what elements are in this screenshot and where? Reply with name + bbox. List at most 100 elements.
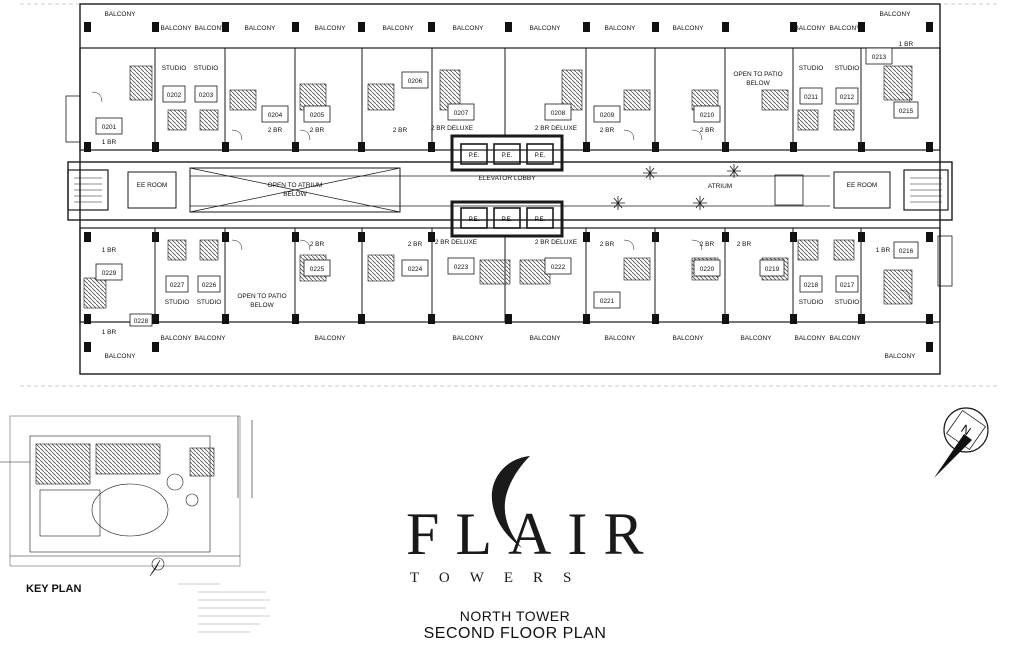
unit-number: 0213 bbox=[872, 54, 887, 61]
balcony-label: BALCONY bbox=[604, 25, 636, 32]
unit-number: 0202 bbox=[167, 92, 182, 99]
balcony-label: BALCONY bbox=[452, 335, 484, 342]
balcony-label: BALCONY bbox=[160, 25, 192, 32]
lower-balcony-strip bbox=[79, 321, 941, 375]
unit-number: 0228 bbox=[134, 318, 149, 325]
deluxe-label: 2 BR DELUXE bbox=[535, 125, 578, 132]
unit-number: 0216 bbox=[899, 248, 914, 255]
key-plan bbox=[0, 415, 253, 577]
unit-number: 0219 bbox=[765, 266, 780, 273]
balcony-label: BALCONY bbox=[194, 25, 226, 32]
unit-type: 2 BR bbox=[700, 241, 715, 248]
unit-type: 2 BR bbox=[737, 241, 752, 248]
balcony-label: BALCONY bbox=[794, 25, 826, 32]
atrium-void-cross bbox=[189, 167, 401, 213]
elevator-core-upper bbox=[450, 134, 564, 172]
stair-right bbox=[903, 169, 949, 211]
patio-label: OPEN TO PATIO bbox=[237, 293, 286, 300]
unit-type: STUDIO bbox=[799, 65, 824, 72]
patio-label: OPEN TO PATIO bbox=[733, 71, 782, 78]
unit-number: 0225 bbox=[310, 266, 325, 273]
balcony-label: BALCONY bbox=[740, 335, 772, 342]
balcony-label: BALCONY bbox=[160, 335, 192, 342]
balcony-label: BALCONY bbox=[672, 25, 704, 32]
brand-name: FLAIR bbox=[406, 501, 660, 567]
unit-number: 0212 bbox=[840, 94, 855, 101]
unit-number: 0222 bbox=[551, 264, 566, 271]
unit-type: 1 BR bbox=[102, 139, 117, 146]
unit-type: STUDIO bbox=[165, 299, 190, 306]
balcony-label: BALCONY bbox=[382, 25, 414, 32]
unit-number: 0208 bbox=[551, 110, 566, 117]
unit-type: STUDIO bbox=[194, 65, 219, 72]
atrium-plants bbox=[611, 164, 741, 210]
unit-type: 2 BR bbox=[393, 127, 408, 134]
unit-number: 0227 bbox=[170, 282, 185, 289]
unit-number: 0203 bbox=[199, 92, 214, 99]
stair-left bbox=[67, 169, 109, 211]
balcony-label: BALCONY bbox=[529, 25, 561, 32]
atrium-void bbox=[189, 167, 401, 213]
unit-type: 1 BR bbox=[102, 329, 117, 336]
balcony-label: BALCONY bbox=[604, 335, 636, 342]
plan-title-tower: NORTH TOWER bbox=[459, 608, 571, 624]
pe-label: P.E. bbox=[469, 153, 480, 159]
pe-box bbox=[493, 143, 521, 165]
plan-title-floor: SECOND FLOOR PLAN bbox=[423, 625, 607, 642]
balcony-label: BALCONY bbox=[829, 335, 861, 342]
brand-subtitle: TOWERS bbox=[410, 570, 592, 586]
door-swings bbox=[91, 91, 911, 301]
unit-number: 0209 bbox=[600, 112, 615, 119]
unit-number: 0220 bbox=[700, 266, 715, 273]
balcony-label: BALCONY bbox=[104, 11, 136, 18]
balcony-label: BALCONY bbox=[314, 335, 346, 342]
unit-type: 2 BR bbox=[600, 241, 615, 248]
unit-number: 0217 bbox=[840, 282, 855, 289]
pe-label: P.E. bbox=[535, 153, 546, 159]
unit-number: 0205 bbox=[310, 112, 325, 119]
balcony-label: BALCONY bbox=[884, 353, 916, 360]
balcony-label: BALCONY bbox=[829, 25, 861, 32]
unit-number: 0215 bbox=[899, 108, 914, 115]
unit-number: 0229 bbox=[102, 270, 117, 277]
unit-number: 0211 bbox=[804, 94, 818, 101]
key-plan-label: KEY PLAN bbox=[26, 583, 82, 595]
brand-logo: FLAIR TOWERS bbox=[390, 452, 650, 592]
pe-box bbox=[493, 207, 521, 229]
balcony-label: BALCONY bbox=[244, 25, 276, 32]
atrium-void-label: BELOW bbox=[283, 191, 307, 198]
ee-room-left bbox=[127, 171, 177, 209]
unit-number: 0224 bbox=[408, 266, 423, 273]
balcony-label: BALCONY bbox=[314, 25, 346, 32]
unit-number: 0221 bbox=[600, 298, 615, 305]
unit-type: 2 BR bbox=[408, 241, 423, 248]
unit-type: 2 BR bbox=[700, 127, 715, 134]
side-balcony-right bbox=[937, 235, 953, 287]
unit-type: 1 BR bbox=[899, 41, 914, 48]
deluxe-label: 2 BR DELUXE bbox=[535, 239, 578, 246]
unit-number: 0201 bbox=[102, 124, 117, 131]
unit-type: STUDIO bbox=[197, 299, 222, 306]
elevator-lobby-label: ELEVATOR LOBBY bbox=[478, 175, 536, 182]
unit-number-boxes bbox=[95, 47, 919, 327]
ee-room-label: EE ROOM bbox=[847, 182, 878, 189]
deluxe-label: 2 BR DELUXE bbox=[431, 125, 474, 132]
patio-label: BELOW bbox=[250, 302, 274, 309]
unit-type: 2 BR bbox=[600, 127, 615, 134]
pe-box bbox=[460, 143, 488, 165]
pe-label: P.E. bbox=[535, 217, 546, 223]
unit-type: 2 BR bbox=[310, 127, 325, 134]
unit-type: STUDIO bbox=[835, 299, 860, 306]
unit-type: STUDIO bbox=[799, 299, 824, 306]
pe-box bbox=[526, 143, 554, 165]
unit-type: STUDIO bbox=[835, 65, 860, 72]
unit-number: 0210 bbox=[700, 112, 715, 119]
pe-label: P.E. bbox=[469, 217, 480, 223]
side-balcony-left bbox=[65, 95, 81, 143]
unit-number: 0207 bbox=[454, 110, 469, 117]
balcony-label: BALCONY bbox=[104, 353, 136, 360]
deluxe-label: 2 BR DELUXE bbox=[435, 239, 478, 246]
pe-label: P.E. bbox=[502, 217, 513, 223]
unit-type: 2 BR bbox=[268, 127, 283, 134]
